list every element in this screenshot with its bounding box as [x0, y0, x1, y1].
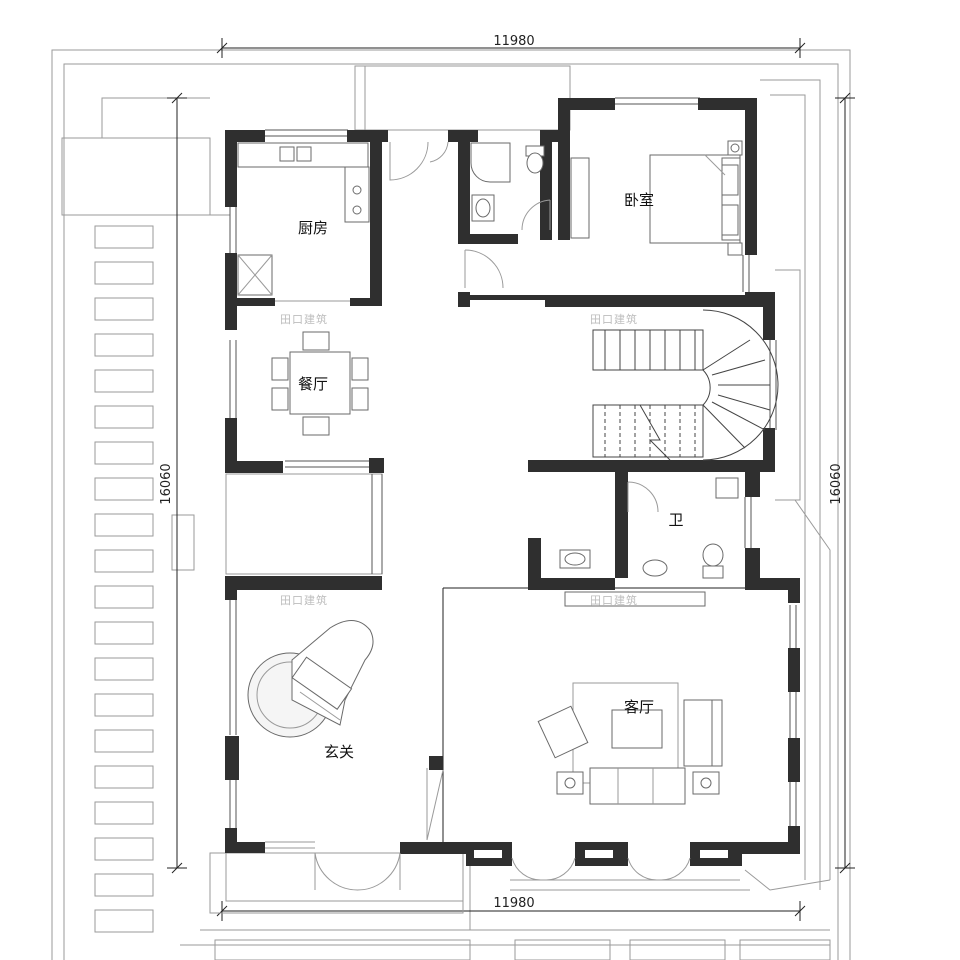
room-label-kitchen: 厨房	[298, 219, 328, 237]
room-label-dining: 餐厅	[298, 375, 328, 393]
dimension-top: 11980	[493, 34, 534, 49]
living-furniture	[537, 591, 723, 805]
room-label-bathroom: 卫	[668, 511, 683, 529]
piano	[247, 620, 374, 738]
dining-table	[271, 331, 369, 436]
site-outline	[51, 49, 851, 960]
dimension-bottom: 11980	[493, 896, 534, 911]
dimension-right: 16060	[829, 463, 844, 504]
bath-fixtures-upper	[470, 142, 590, 239]
room-label-entrance: 玄关	[324, 743, 354, 761]
watermark-3: 田口建筑	[280, 593, 328, 607]
parking-blocks	[94, 225, 831, 960]
dimension-lines	[167, 38, 855, 921]
watermark-2: 田口建筑	[590, 312, 638, 326]
room-label-bedroom: 卧室	[624, 191, 654, 209]
kitchen-fixtures	[237, 142, 370, 302]
room-label-living-room: 客厅	[624, 698, 654, 716]
doors	[314, 141, 691, 891]
bed	[649, 140, 743, 256]
dimension-left: 16060	[159, 463, 174, 504]
watermark-1: 田口建筑	[280, 312, 328, 326]
watermark-4: 田口建筑	[590, 593, 638, 607]
walls	[225, 98, 800, 866]
bath-fixtures-lower	[559, 477, 739, 579]
staircase	[592, 309, 779, 461]
partition-lines	[209, 65, 797, 914]
